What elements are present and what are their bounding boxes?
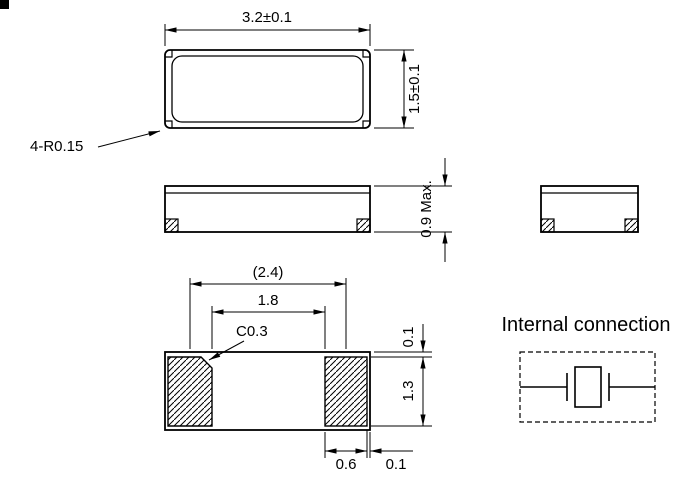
top-view-dimensions: 3.2±0.1 1.5±0.1 4-R0.15 <box>30 9 423 155</box>
pad-horizontal-extension-lines <box>324 430 371 458</box>
land-pattern-body-outline <box>164 351 371 431</box>
end-view-right-terminal <box>624 218 639 233</box>
crystal-symbol <box>520 366 655 408</box>
corner-mark <box>0 0 9 9</box>
side-view-dimensions: 0.9 Max. <box>374 158 452 262</box>
pad-length-dim-label: 1.3 <box>400 381 417 402</box>
internal-connection: Internal connection <box>501 314 671 423</box>
crystal-element <box>574 366 602 408</box>
side-view <box>164 185 371 233</box>
thickness-extension-lines <box>374 185 452 233</box>
width-dim-label: 3.2±0.1 <box>242 9 292 26</box>
land-pattern-dimensions: (2.4) 1.8 C0.3 0.1 1.3 0.6 0.1 <box>189 264 432 473</box>
internal-connection-title: Internal connection <box>501 314 670 336</box>
height-dim-label: 1.5±0.1 <box>406 64 423 114</box>
corner-radius-leader-arrow <box>97 130 161 148</box>
land-pattern-view <box>164 351 371 431</box>
pad-top-clearance-dim-label: 0.1 <box>400 327 417 348</box>
pad-side-clearance-dim-label: 0.1 <box>386 456 407 473</box>
height-extension-lines <box>374 49 414 129</box>
side-height-dim-label: 0.9 Max. <box>418 180 435 238</box>
end-view-outline <box>540 185 639 233</box>
top-view-lid-outline <box>171 55 364 123</box>
pad-pitch-extension-lines <box>189 278 347 349</box>
side-view-right-terminal <box>356 218 371 233</box>
pad-pitch-dim-label: (2.4) <box>253 264 284 281</box>
side-view-left-terminal <box>164 218 179 233</box>
pad-gap-dim-label: 1.8 <box>258 292 279 309</box>
side-view-outline <box>164 185 371 233</box>
right-pad <box>324 356 368 427</box>
end-view <box>540 185 639 233</box>
top-view-body-outline <box>164 49 371 129</box>
end-view-left-terminal <box>540 218 555 233</box>
chamfer-note-label: C0.3 <box>236 323 268 340</box>
top-view <box>164 49 371 129</box>
corner-castellation-marks <box>165 50 370 128</box>
corner-radius-note: 4-R0.15 <box>30 138 83 155</box>
chamfer-leader-arrow <box>208 340 245 361</box>
left-pad <box>167 356 213 427</box>
width-extension-lines <box>164 24 371 46</box>
pad-width-dim-label: 0.6 <box>336 456 357 473</box>
